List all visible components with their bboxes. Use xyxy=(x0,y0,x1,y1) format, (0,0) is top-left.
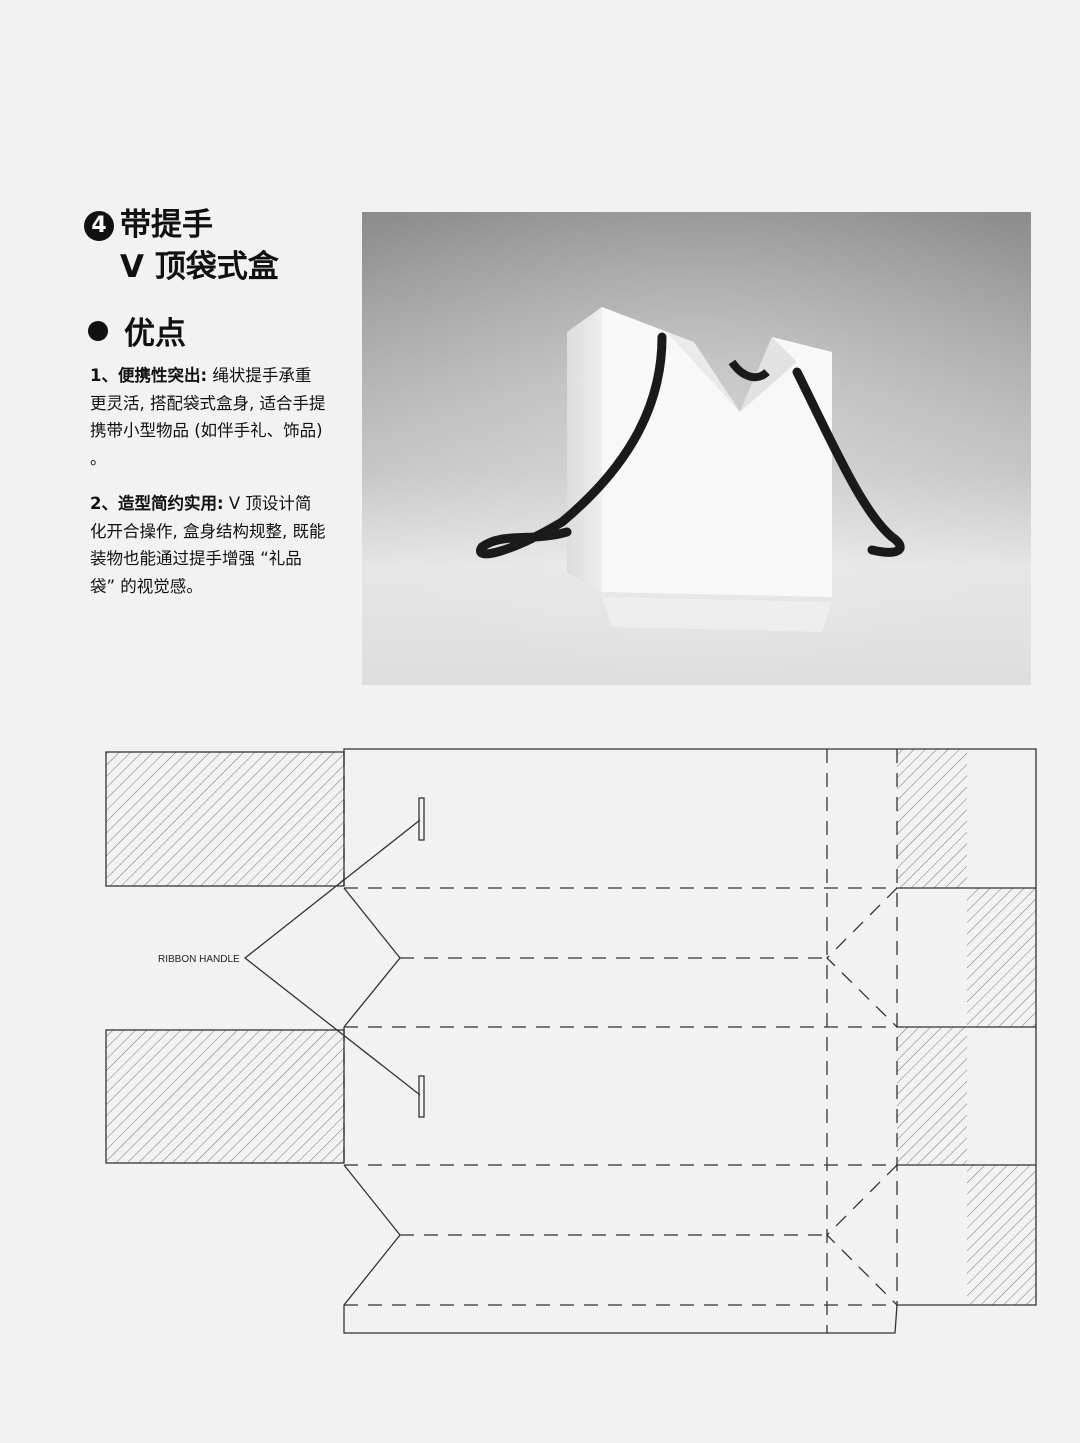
advantage-label: 1、便携性突出: xyxy=(90,366,208,385)
advantages-heading-text: 优点 xyxy=(124,316,186,352)
title-line-1: 带提手 xyxy=(120,207,213,243)
advantage-text: 绳状提手承重更灵活, 搭配袋式盒身, 适合手提携带小型物品 (如伴手礼、饰品) … xyxy=(90,366,326,468)
advantage-text: V 顶设计简化开合操作, 盒身结构规整, 既能装物也能通过提手增强 “礼品袋” … xyxy=(90,494,326,596)
advantage-item: 1、便携性突出: 绳状提手承重更灵活, 搭配袋式盒身, 适合手提携带小型物品 (… xyxy=(90,362,326,472)
advantages-heading: 优点 xyxy=(88,308,186,353)
bullet-icon xyxy=(88,320,108,341)
advantage-label: 2、造型简约实用: xyxy=(90,494,224,513)
glue-flap-hatch xyxy=(106,749,1036,1305)
ribbon-handle-label: RIBBON HANDLE xyxy=(158,954,240,965)
title-line-2: V 顶袋式盒 xyxy=(120,249,279,285)
number-badge: 4 xyxy=(84,211,114,241)
cut-lines xyxy=(105,748,1037,1334)
advantage-item: 2、造型简约实用: V 顶设计简化开合操作, 盒身结构规整, 既能装物也能通过提… xyxy=(90,490,326,600)
fold-lines xyxy=(343,749,898,1333)
product-photo xyxy=(362,212,1031,685)
